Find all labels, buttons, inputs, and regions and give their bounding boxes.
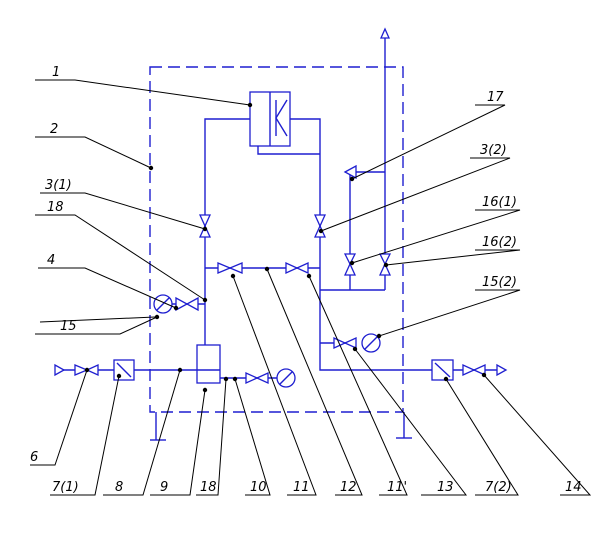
- label-4: 4: [47, 253, 55, 268]
- valve-16-2: [378, 253, 392, 276]
- gauge-10: [276, 368, 296, 388]
- unit-block: [249, 91, 291, 147]
- valve-6: [74, 363, 99, 377]
- inlet-arrow: [54, 363, 66, 377]
- valve-11: [217, 262, 243, 274]
- label-14: 14: [565, 480, 582, 495]
- label-3-2: 3(2): [480, 143, 507, 158]
- valve-16-1: [343, 253, 357, 276]
- label-9: 9: [160, 480, 168, 495]
- label-3-1: 3(1): [45, 178, 72, 193]
- valve-3-1: [198, 214, 212, 238]
- label-6: 6: [30, 450, 38, 465]
- label-1: 1: [52, 65, 60, 80]
- collector-9: [196, 344, 221, 384]
- filter-7-2: [431, 359, 454, 381]
- check-valve-17: [343, 164, 357, 180]
- label-17: 17: [487, 90, 504, 105]
- gauge-15-2: [361, 333, 381, 353]
- outlet-arrow: [496, 363, 508, 377]
- label-7-1: 7(1): [52, 480, 79, 495]
- label-12: 12: [340, 480, 357, 495]
- filter-7-1: [113, 359, 135, 381]
- label-18-top: 18: [47, 200, 64, 215]
- valve-3-2: [313, 214, 327, 238]
- valve-10: [245, 371, 269, 385]
- label-10: 10: [250, 480, 267, 495]
- enclosure-boundary: [149, 66, 404, 413]
- valve-14: [462, 363, 486, 377]
- label-8: 8: [115, 480, 123, 495]
- label-13: 13: [437, 480, 454, 495]
- gauge-15: [153, 294, 173, 314]
- junction-dots: [84, 102, 487, 393]
- label-18-bottom: 18: [200, 480, 217, 495]
- label-11: 11: [293, 480, 310, 495]
- valve-4: [175, 296, 199, 312]
- label-7-2: 7(2): [485, 480, 512, 495]
- label-15-2: 15(2): [482, 275, 517, 290]
- label-2: 2: [50, 122, 58, 137]
- label-16-1: 16(1): [482, 195, 517, 210]
- valve-11-prime: [285, 261, 309, 275]
- leader-lines: [30, 79, 592, 496]
- label-11-prime: 11': [387, 480, 407, 495]
- label-16-2: 16(2): [482, 235, 517, 250]
- vent-arrow: [379, 27, 391, 39]
- label-15: 15: [60, 319, 77, 334]
